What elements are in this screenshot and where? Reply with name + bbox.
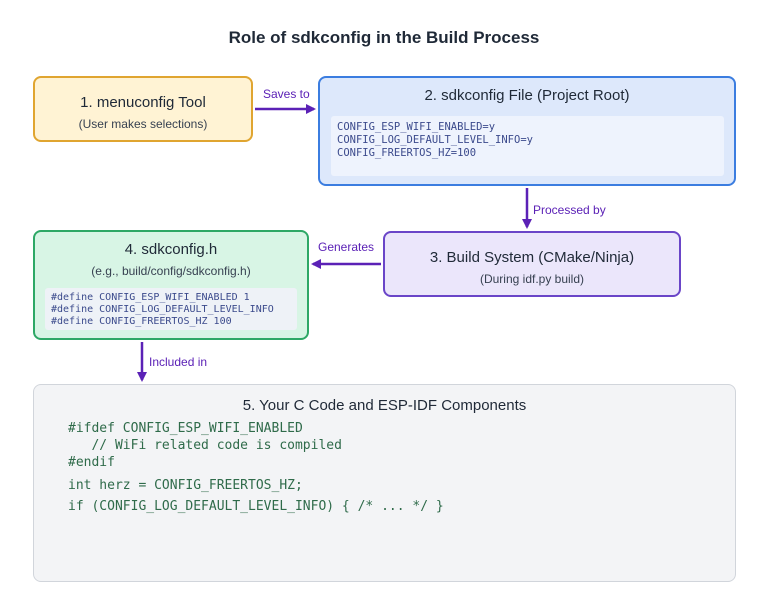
menuconfig-title: 1. menuconfig Tool xyxy=(80,94,206,111)
c-code-line-if: if (CONFIG_LOG_DEFAULT_LEVEL_INFO) { /* … xyxy=(68,499,444,514)
build-system-box: 3. Build System (CMake/Ninja) (During id… xyxy=(383,231,681,297)
c-code-box: 5. Your C Code and ESP-IDF Components xyxy=(33,384,736,582)
c-code-title: 5. Your C Code and ESP-IDF Components xyxy=(242,397,527,414)
sdkconfig-h-box: 4. sdkconfig.h (e.g., build/config/sdkco… xyxy=(33,230,309,340)
c-code-block-ifdef: #ifdef CONFIG_ESP_WIFI_ENABLED // WiFi r… xyxy=(68,421,342,470)
sdkconfig-h-title: 4. sdkconfig.h xyxy=(124,241,218,258)
diagram-title: Role of sdkconfig in the Build Process xyxy=(228,28,540,47)
menuconfig-subtitle: (User makes selections) xyxy=(78,117,208,131)
sdkconfig-h-code: #define CONFIG_ESP_WIFI_ENABLED 1 #defin… xyxy=(45,288,297,330)
sdkconfig-file-box: 2. sdkconfig File (Project Root) CONFIG_… xyxy=(318,76,736,186)
edge-label-saves-to: Saves to xyxy=(263,87,310,101)
build-system-subtitle: (During idf.py build) xyxy=(479,272,585,286)
edge-label-included-in: Included in xyxy=(149,355,208,369)
edge-label-processed-by: Processed by xyxy=(533,203,606,217)
build-system-title: 3. Build System (CMake/Ninja) xyxy=(429,249,635,266)
sdkconfig-h-subtitle: (e.g., build/config/sdkconfig.h) xyxy=(91,264,251,278)
c-code-line-herz: int herz = CONFIG_FREERTOS_HZ; xyxy=(68,478,303,493)
sdkconfig-file-title: 2. sdkconfig File (Project Root) xyxy=(424,87,630,104)
sdkconfig-file-code: CONFIG_ESP_WIFI_ENABLED=y CONFIG_LOG_DEF… xyxy=(331,116,724,176)
edge-label-generates: Generates xyxy=(318,240,375,254)
menuconfig-box: 1. menuconfig Tool (User makes selection… xyxy=(33,76,253,142)
